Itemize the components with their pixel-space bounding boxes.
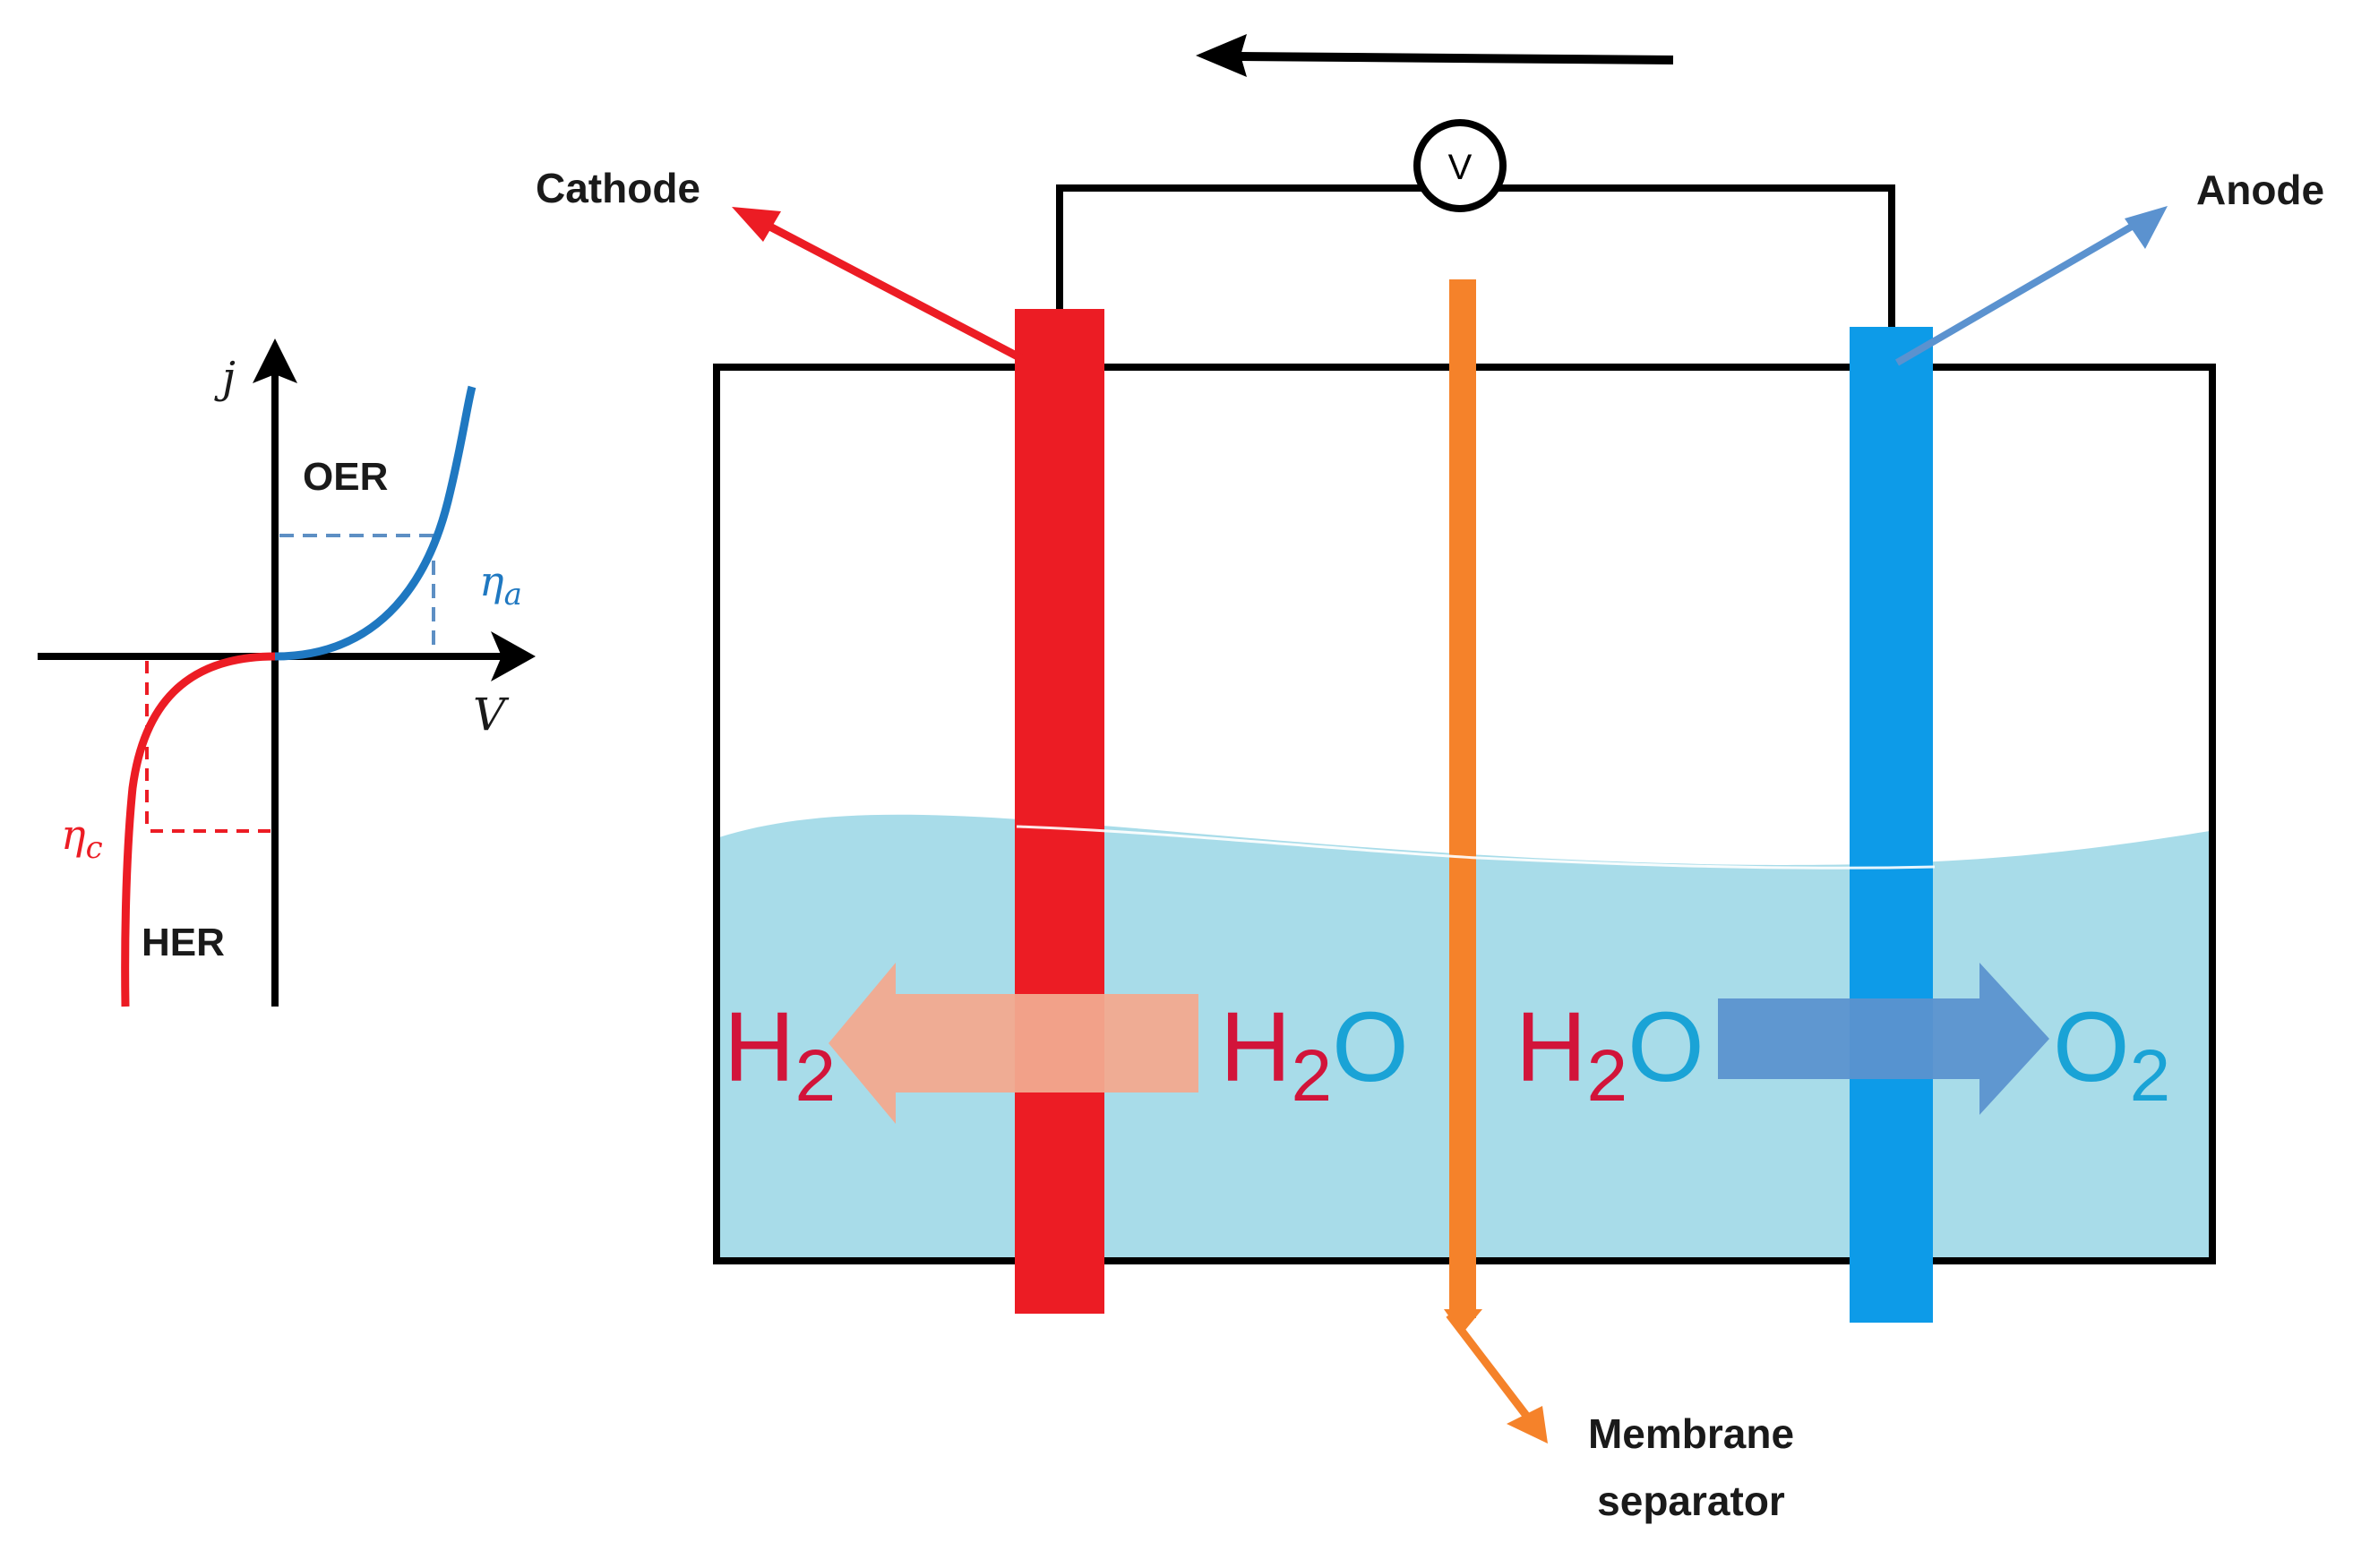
oer-curve <box>274 385 477 661</box>
membrane-label-line1: Membrane <box>1588 1410 1794 1457</box>
cathode-pointer-arrowhead <box>732 207 781 242</box>
v-axis-arrowhead <box>491 631 536 681</box>
h2-product-label: H2 <box>724 992 836 1117</box>
anode-electrode <box>1850 327 1933 1323</box>
membrane-base-hook <box>1444 1309 1482 1334</box>
j-axis-arrowhead <box>253 338 297 383</box>
voltmeter-label: V <box>1448 148 1473 187</box>
j-axis-label: j <box>214 353 236 403</box>
o2-product-label: O2 <box>2053 992 2170 1117</box>
cathode-electrode <box>1015 309 1104 1314</box>
electrolyte-surface-highlight <box>1016 825 1936 870</box>
eta-c-label: ηc <box>61 810 103 866</box>
voltmeter-circle <box>1413 119 1507 212</box>
eta-a-label: ηa <box>479 557 522 613</box>
anode-pointer-arrowhead <box>2125 206 2168 249</box>
her-label: HER <box>142 921 225 964</box>
cathode-label: Cathode <box>536 165 700 211</box>
h2-evolution-arrow <box>829 963 1198 1124</box>
anode-pointer-line <box>1894 220 2139 366</box>
membrane-separator <box>1449 279 1476 1318</box>
o2-evolution-arrow <box>1718 963 2049 1115</box>
electrolyzer-cell: V H2 H2O H2O O2 Cathode Anode Membrane s… <box>536 34 2324 1524</box>
h2o-anode-label: H2O <box>1516 992 1705 1117</box>
her-curve <box>121 652 276 1007</box>
current-direction-line <box>1240 52 1674 64</box>
cathode-pointer-line <box>759 218 1024 362</box>
membrane-label-line2: separator <box>1597 1478 1785 1524</box>
oer-label: OER <box>303 455 388 499</box>
current-direction-arrowhead <box>1196 34 1247 77</box>
membrane-pointer-arrowhead <box>1507 1406 1548 1444</box>
anode-label: Anode <box>2196 167 2324 213</box>
v-axis-label: V <box>473 689 510 741</box>
polarization-plot: j V OER HER ηa ηc <box>38 338 536 1007</box>
h2o-cathode-label: H2O <box>1220 992 1409 1117</box>
